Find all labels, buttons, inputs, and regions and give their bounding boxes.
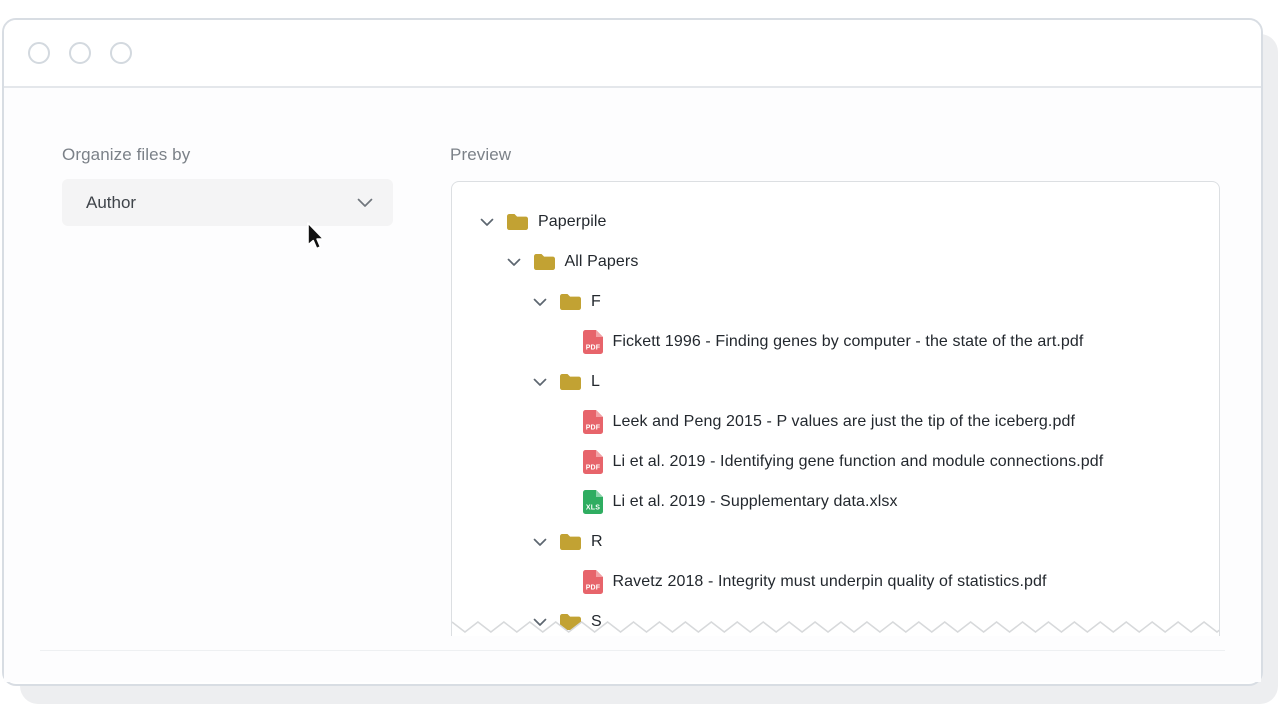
window-content: Organize files by Author Preview Paperpi…	[4, 88, 1261, 682]
tree-row-file[interactable]: PDF Ravetz 2018 - Integrity must underpi…	[452, 562, 1219, 602]
chevron-down-icon[interactable]	[533, 538, 547, 547]
tree-row-folder[interactable]: Paperpile	[452, 202, 1219, 242]
tree-row-label: Fickett 1996 - Finding genes by computer…	[612, 333, 1084, 350]
folder-icon	[559, 293, 581, 311]
window-titlebar	[4, 20, 1261, 88]
svg-text:PDF: PDF	[585, 585, 600, 592]
tree-row-label: Ravetz 2018 - Integrity must underpin qu…	[612, 573, 1047, 590]
folder-icon	[533, 253, 555, 271]
chevron-down-icon[interactable]	[480, 218, 494, 227]
svg-text:XLS: XLS	[585, 505, 599, 512]
chevron-down-icon[interactable]	[533, 378, 547, 387]
pdf-file-icon: PDF	[582, 450, 603, 474]
chevron-down-icon[interactable]	[533, 298, 547, 307]
chevron-down-icon[interactable]	[507, 258, 521, 267]
tree-row-label: S	[591, 613, 602, 630]
tree-row-folder[interactable]: All Papers	[452, 242, 1219, 282]
mockup-window: Organize files by Author Preview Paperpi…	[2, 18, 1263, 686]
close-circle-icon[interactable]	[28, 42, 50, 64]
pdf-file-icon: PDF	[582, 570, 603, 594]
chevron-down-icon	[357, 198, 373, 208]
content-footer-divider	[40, 650, 1225, 651]
tree-row-folder[interactable]: F	[452, 282, 1219, 322]
zoom-circle-icon[interactable]	[110, 42, 132, 64]
tree-row-folder[interactable]: L	[452, 362, 1219, 402]
preview-label: Preview	[450, 145, 512, 164]
tree-row-label: All Papers	[564, 253, 639, 270]
tree-row-file[interactable]: PDF Fickett 1996 - Finding genes by comp…	[452, 322, 1219, 362]
tree-row-label: R	[591, 533, 603, 550]
svg-text:PDF: PDF	[585, 465, 600, 472]
folder-icon	[559, 533, 581, 551]
chevron-down-icon[interactable]	[533, 618, 547, 627]
tree-row-label: Li et al. 2019 - Identifying gene functi…	[612, 453, 1104, 470]
tree-row-file[interactable]: XLS Li et al. 2019 - Supplementary data.…	[452, 482, 1219, 522]
tree-row-label: L	[591, 373, 600, 390]
tree-row-file[interactable]: PDF Leek and Peng 2015 - P values are ju…	[452, 402, 1219, 442]
organize-files-by-label: Organize files by	[62, 145, 191, 164]
tree-row-file[interactable]: PDF Li et al. 2019 - Identifying gene fu…	[452, 442, 1219, 482]
tree-row-label: Paperpile	[538, 213, 607, 230]
organize-by-selected-value: Author	[86, 192, 137, 212]
preview-panel: Paperpile All Papers F PDF Fickett 1996 …	[451, 181, 1220, 636]
tree-row-folder[interactable]: R	[452, 522, 1219, 562]
svg-text:PDF: PDF	[585, 345, 600, 352]
tree-row-label: F	[591, 293, 601, 310]
traffic-lights	[28, 42, 132, 64]
folder-icon	[559, 373, 581, 391]
organize-by-dropdown[interactable]: Author	[62, 179, 393, 226]
mouse-cursor-icon	[307, 222, 325, 250]
pdf-file-icon: PDF	[582, 410, 603, 434]
pdf-file-icon: PDF	[582, 330, 603, 354]
minimize-circle-icon[interactable]	[69, 42, 91, 64]
svg-text:PDF: PDF	[585, 425, 600, 432]
tree-row-label: Leek and Peng 2015 - P values are just t…	[612, 413, 1076, 430]
tree-row-label: Li et al. 2019 - Supplementary data.xlsx	[612, 493, 898, 510]
folder-icon	[506, 213, 528, 231]
torn-edge-zigzag	[452, 621, 1219, 636]
file-tree: Paperpile All Papers F PDF Fickett 1996 …	[452, 182, 1219, 636]
xlsx-file-icon: XLS	[582, 490, 603, 514]
